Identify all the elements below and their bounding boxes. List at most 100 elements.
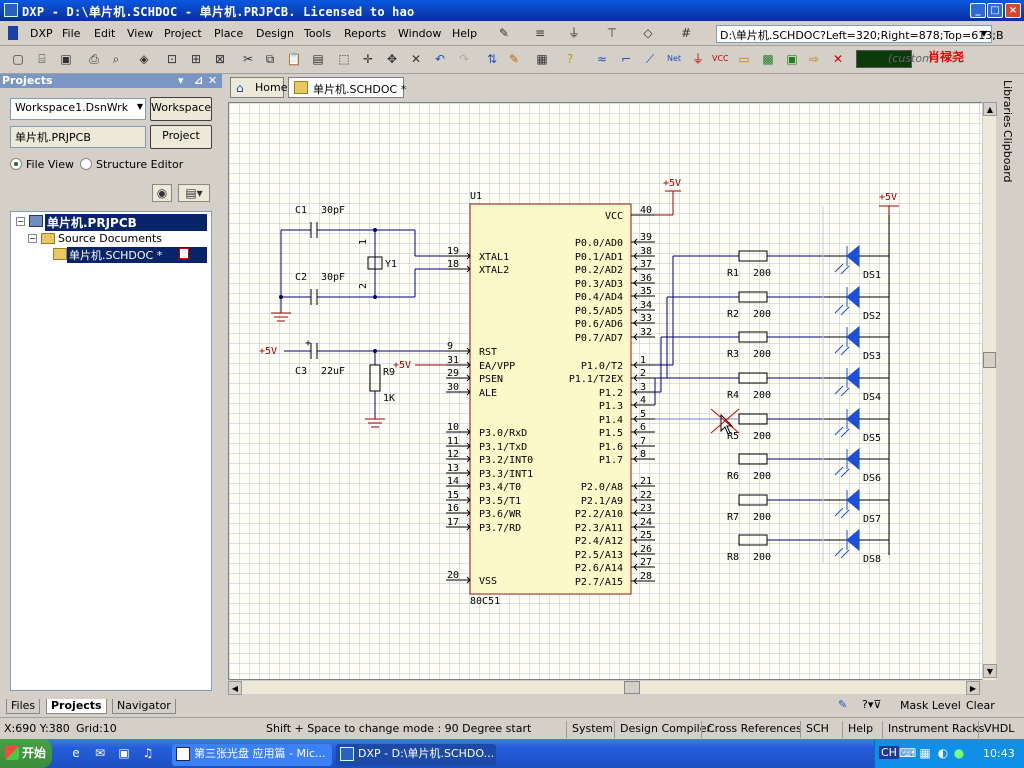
bus-entry-icon[interactable]: ⟋ xyxy=(645,52,655,66)
desktop-icon[interactable]: ▣ xyxy=(118,746,130,760)
panel-help[interactable]: Help xyxy=(842,721,878,738)
power-port-icon[interactable]: ⊤ xyxy=(606,26,618,40)
project-button[interactable]: Project xyxy=(150,125,212,149)
schematic-drawing[interactable]: U180C5119XTAL118XTAL29RST31EA/VPP29PSEN3… xyxy=(229,103,985,681)
tab-libraries[interactable]: Libraries xyxy=(1001,80,1014,128)
net-label-icon[interactable]: Net xyxy=(666,54,682,63)
tab-navigator[interactable]: Navigator xyxy=(112,699,176,714)
sheet-entry-icon[interactable]: ▣ xyxy=(786,52,798,66)
volume-icon[interactable]: ◐ xyxy=(937,746,949,760)
scroll-up-icon[interactable]: ▲ xyxy=(983,102,997,116)
new-icon[interactable]: ▢ xyxy=(12,52,24,66)
move-icon[interactable]: ✛ xyxy=(362,52,374,66)
panel-cross-references[interactable]: Cross References xyxy=(701,721,807,738)
menu-dxp[interactable]: DXP xyxy=(30,27,53,40)
panel-close-icon[interactable]: ✕ xyxy=(208,74,218,87)
vertical-scrollbar[interactable]: ▲ ▼ xyxy=(982,102,997,680)
network-icon[interactable]: ▦ xyxy=(919,746,931,760)
keyboard-icon[interactable]: ⌨ xyxy=(899,746,917,760)
filter-icon[interactable]: ?▾⊽ xyxy=(862,698,882,711)
print-preview-icon[interactable]: ⌕ xyxy=(112,52,120,66)
tab-home[interactable]: ⌂ Home xyxy=(230,77,287,98)
no-erc-icon[interactable]: ✕ xyxy=(832,52,844,66)
chevron-down-icon[interactable]: ▼ xyxy=(980,29,988,38)
ground-tool-icon[interactable]: ⏚ xyxy=(567,26,580,40)
pen-icon[interactable]: ✎ xyxy=(838,698,848,711)
paste-icon[interactable]: 📋 xyxy=(286,52,302,66)
zoom-fit-icon[interactable]: ⊞ xyxy=(190,52,202,66)
structure-editor-radio[interactable] xyxy=(80,158,92,170)
panel-system[interactable]: System xyxy=(566,721,618,738)
clear-button[interactable]: Clear xyxy=(966,699,995,712)
select-all-icon[interactable]: ✥ xyxy=(386,52,398,66)
panel-menu-icon[interactable]: ▾ xyxy=(178,74,184,87)
print-icon[interactable]: ⎙ xyxy=(89,52,99,66)
zoom-area-icon[interactable]: ⊡ xyxy=(166,52,178,66)
horizontal-scrollbar[interactable]: ◀ ▶ xyxy=(228,680,980,695)
menu-edit[interactable]: Edit xyxy=(94,27,116,40)
hierarchy-icon[interactable]: ⇅ xyxy=(486,52,498,66)
menu-window[interactable]: Window xyxy=(398,27,442,40)
close-button[interactable]: × xyxy=(1005,3,1021,18)
outlook-icon[interactable]: ✉ xyxy=(94,746,106,760)
maximize-button[interactable]: □ xyxy=(987,3,1003,18)
select-area-icon[interactable]: ⬚ xyxy=(338,52,350,66)
tray-app-icon[interactable]: ● xyxy=(953,746,965,760)
collapse-icon[interactable]: − xyxy=(28,234,37,243)
place-bus-icon[interactable]: ⌐ xyxy=(620,52,632,66)
undo-icon[interactable]: ↶ xyxy=(434,52,446,66)
browse-library-icon[interactable]: ▦ xyxy=(536,52,548,66)
scroll-right-icon[interactable]: ▶ xyxy=(966,681,980,695)
menu-design[interactable]: Design xyxy=(256,27,294,40)
menu-project[interactable]: Project xyxy=(164,27,202,40)
vcc-port-icon[interactable]: VCC xyxy=(712,54,729,63)
deselect-icon[interactable]: ✕ xyxy=(410,52,422,66)
mask-level-button[interactable]: Mask Level xyxy=(900,699,961,712)
place-wire-icon[interactable]: ≈ xyxy=(596,52,608,66)
custom-field[interactable]: (custom xyxy=(888,52,933,65)
zoom-selected-icon[interactable]: ⊠ xyxy=(214,52,226,66)
ie-icon[interactable]: e xyxy=(72,746,80,760)
help-icon[interactable]: ? xyxy=(566,52,574,66)
redo-icon[interactable]: ↷ xyxy=(458,52,470,66)
scroll-down-icon[interactable]: ▼ xyxy=(983,664,997,678)
sheet-symbol-icon[interactable]: ▩ xyxy=(762,52,774,66)
panel-instrument-racks[interactable]: Instrument Racks xyxy=(882,721,989,738)
layers-icon[interactable]: ◈ xyxy=(139,52,149,66)
menu-help[interactable]: Help xyxy=(452,27,478,40)
compile-icon[interactable]: ◉ xyxy=(152,184,172,202)
tab-clipboard[interactable]: Clipboard xyxy=(1001,130,1014,183)
menu-tools[interactable]: Tools xyxy=(304,27,332,40)
project-options-icon[interactable]: ▤▾ xyxy=(178,184,210,202)
media-icon[interactable]: ♫ xyxy=(142,746,154,760)
menu-place[interactable]: Place xyxy=(214,27,244,40)
cut-icon[interactable]: ✂ xyxy=(242,52,254,66)
open-icon[interactable]: ⌸ xyxy=(38,52,46,66)
tree-item-project[interactable]: 单片机.PRJPCB xyxy=(45,214,207,231)
tree-item-source-documents[interactable]: Source Documents xyxy=(58,232,162,245)
scroll-left-icon[interactable]: ◀ xyxy=(228,681,242,695)
path-combobox[interactable]: D:\单片机.SCHDOC?Left=320;Right=878;Top=613… xyxy=(716,25,1004,43)
rubber-stamp-icon[interactable]: ▤ xyxy=(312,52,324,66)
task-dxp[interactable]: DXP - D:\单片机.SCHDO... xyxy=(336,744,496,766)
start-button[interactable]: 开始 xyxy=(0,739,52,768)
menu-reports[interactable]: Reports xyxy=(344,27,387,40)
panel-sch[interactable]: SCH xyxy=(800,721,834,738)
minimize-button[interactable]: _ xyxy=(970,3,986,18)
bus-tool-icon[interactable]: ≡ xyxy=(534,26,546,40)
ime-indicator[interactable]: CH xyxy=(879,746,899,759)
project-field[interactable]: 单片机.PRJPCB xyxy=(10,126,146,148)
workspace-combobox[interactable]: Workspace1.DsnWrk ▼ xyxy=(10,98,146,120)
tree-item-schdoc[interactable]: 单片机.SCHDOC * xyxy=(67,247,207,263)
menu-view[interactable]: View xyxy=(127,27,154,40)
pin-icon[interactable]: ⊿ xyxy=(194,74,204,87)
place-part-icon[interactable]: ▭ xyxy=(738,52,750,66)
save-icon[interactable]: ▣ xyxy=(60,52,72,66)
port-tool-icon[interactable]: ◇ xyxy=(643,26,653,40)
horizontal-scroll-thumb[interactable] xyxy=(624,681,640,694)
port-icon[interactable]: ⇨ xyxy=(808,52,820,66)
copy-icon[interactable]: ⧉ xyxy=(265,52,275,66)
cross-probe-icon[interactable]: ✎ xyxy=(508,52,520,66)
collapse-icon[interactable]: − xyxy=(16,217,25,226)
